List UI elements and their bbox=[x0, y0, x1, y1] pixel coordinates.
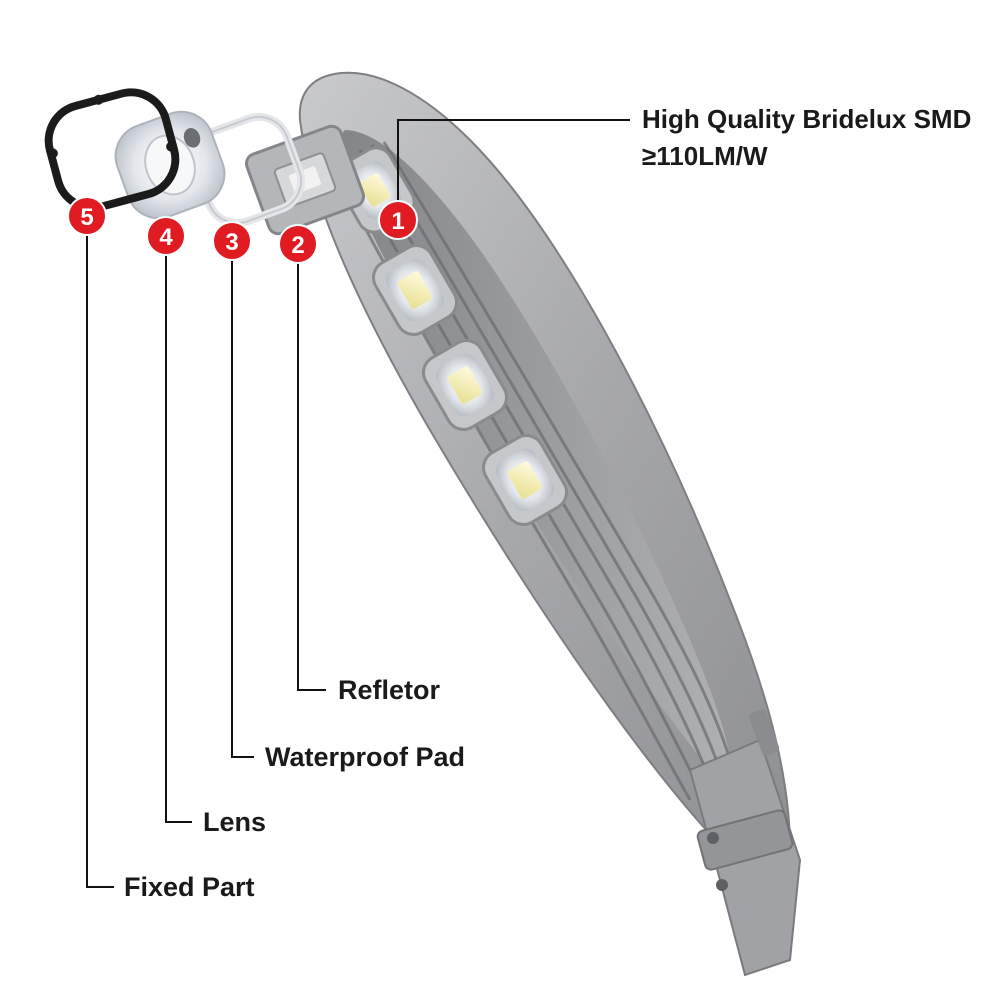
label-part-3: Waterproof Pad bbox=[265, 742, 465, 772]
mount-bolt-2 bbox=[716, 879, 728, 891]
led-module-3 bbox=[422, 339, 508, 431]
label-part-5: Fixed Part bbox=[124, 872, 255, 902]
leader-lines bbox=[86, 119, 630, 888]
part-labels: High Quality Bridelux SMD ≥110LM/W Refle… bbox=[124, 104, 971, 902]
fixed-part-ring bbox=[44, 88, 180, 212]
label-part-2: Refletor bbox=[338, 675, 441, 705]
led-module-2 bbox=[372, 244, 458, 336]
badge-2-number: 2 bbox=[291, 232, 304, 259]
mount-bolt-1 bbox=[707, 832, 719, 844]
badge-5-number: 5 bbox=[80, 204, 93, 231]
badge-4-number: 4 bbox=[159, 224, 173, 251]
number-badges: 1 2 3 4 5 bbox=[67, 196, 418, 264]
badge-5: 5 bbox=[67, 196, 107, 236]
label-part-1-line1: High Quality Bridelux SMD bbox=[642, 104, 971, 134]
leader-line-2 bbox=[297, 263, 326, 691]
leader-line-5 bbox=[86, 235, 114, 888]
badge-2: 2 bbox=[278, 224, 318, 264]
leader-line-4 bbox=[165, 255, 192, 823]
leader-line-3 bbox=[231, 260, 254, 758]
label-part-4: Lens bbox=[203, 807, 266, 837]
badge-1: 1 bbox=[378, 200, 418, 240]
exploded-parts bbox=[44, 88, 366, 236]
badge-4: 4 bbox=[146, 216, 186, 256]
badge-3: 3 bbox=[212, 221, 252, 261]
label-part-1-line2: ≥110LM/W bbox=[642, 141, 768, 171]
led-module-4 bbox=[482, 434, 568, 526]
mount-clamp bbox=[696, 809, 794, 871]
badge-3-number: 3 bbox=[225, 229, 238, 256]
leader-line-1 bbox=[397, 119, 630, 205]
badge-1-number: 1 bbox=[391, 208, 404, 235]
side-bracket bbox=[749, 709, 780, 756]
